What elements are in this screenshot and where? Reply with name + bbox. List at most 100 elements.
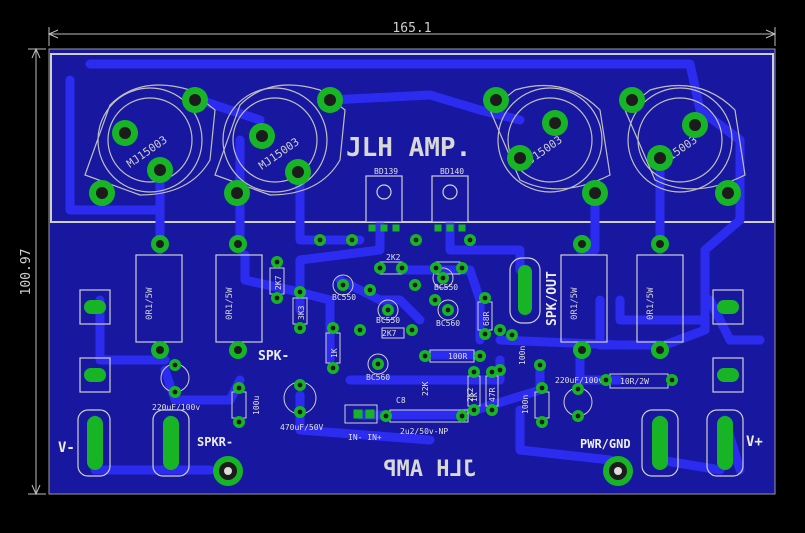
v-plus-label: V+ <box>746 434 763 450</box>
copper-traces <box>65 59 765 475</box>
part-label: BC560 <box>436 319 460 328</box>
part-label: 22K <box>421 381 430 396</box>
part-label: 47R <box>488 387 497 402</box>
resistor-label-1: 0R1/5W <box>145 287 155 320</box>
pad-hole <box>626 94 638 106</box>
part-label: 1K <box>470 392 479 402</box>
height-dimension: 100.97 <box>19 249 34 296</box>
pad-hole <box>589 187 601 199</box>
spkr-minus-label: SPKR- <box>197 435 233 449</box>
square-pad <box>392 224 400 232</box>
pad-hole <box>340 282 346 288</box>
pad-hole <box>330 325 336 331</box>
pad-hole <box>482 331 488 337</box>
spk-out-label: SPK/OUT <box>545 271 560 326</box>
pad-hole <box>297 409 303 415</box>
power-transistor-outlines <box>84 84 746 196</box>
pad-hole <box>172 389 178 395</box>
pad-hole <box>349 237 355 243</box>
pad-hole <box>578 240 586 248</box>
square-pad <box>380 224 388 232</box>
pad-hole <box>471 369 477 375</box>
pad-hole <box>156 346 164 354</box>
part-label: 470uF/50V <box>280 423 324 432</box>
pad-hole <box>445 307 451 313</box>
pad-hole <box>385 307 391 313</box>
pad-hole <box>477 353 483 359</box>
v-minus-label: V- <box>58 440 75 456</box>
pad-hole <box>689 119 701 131</box>
part-label: 1K <box>330 348 339 358</box>
part-label: 3K3 <box>297 305 306 320</box>
pad-hole <box>172 362 178 368</box>
mounting-hole <box>224 467 232 475</box>
terminal-pad <box>717 416 733 470</box>
terminal-pad <box>84 368 106 382</box>
part-label: 2K2 <box>466 387 475 402</box>
part-label: 2K7 <box>382 329 397 338</box>
part-label: 2K7 <box>274 275 283 290</box>
part-label: BC560 <box>366 373 390 382</box>
pad-hole <box>231 187 243 199</box>
pad-hole <box>489 407 495 413</box>
pad-hole <box>409 327 415 333</box>
pad-hole <box>459 265 465 271</box>
pad-hole <box>154 164 166 176</box>
square-pad <box>434 224 442 232</box>
width-dimension: 165.1 <box>392 21 431 36</box>
part-label: 100u <box>252 396 261 415</box>
pad-hole <box>656 346 664 354</box>
pad-hole <box>357 327 363 333</box>
solder-pads <box>84 87 741 486</box>
part-label: 2K2 <box>386 253 401 262</box>
pad-hole <box>236 419 242 425</box>
pad-hole <box>399 265 405 271</box>
pad-hole <box>367 287 373 293</box>
dimension-lines <box>28 27 777 496</box>
small-component-labels: 2K7 3K3 2K2 BC550 BC550 BC560 BC560 BC55… <box>152 253 649 436</box>
pad-hole <box>297 289 303 295</box>
pad-hole <box>292 166 304 178</box>
pad-hole <box>189 94 201 106</box>
pad-hole <box>575 386 581 392</box>
pad-hole <box>432 297 438 303</box>
pad-hole <box>471 407 477 413</box>
pad-hole <box>413 237 419 243</box>
pad-hole <box>156 240 164 248</box>
pad-hole <box>234 346 242 354</box>
square-pad <box>368 224 376 232</box>
part-label: 100R <box>448 352 467 361</box>
pad-hole <box>96 187 108 199</box>
pad-hole <box>274 259 280 265</box>
board-title: JLH AMP. <box>346 133 471 163</box>
pad-hole <box>549 117 561 129</box>
pad-hole <box>489 369 495 375</box>
pad-hole <box>433 265 439 271</box>
pad-hole <box>375 361 381 367</box>
pad-hole <box>256 130 268 142</box>
pad-hole <box>497 367 503 373</box>
driver-label-2: BD140 <box>440 167 464 176</box>
pad-hole <box>509 332 515 338</box>
pad-hole <box>603 377 609 383</box>
part-label: 100n <box>521 395 530 414</box>
pwr-gnd-label: PWR/GND <box>580 437 631 451</box>
pad-hole <box>722 187 734 199</box>
pad-hole <box>656 240 664 248</box>
pad-hole <box>234 240 242 248</box>
heatsink-outline <box>50 53 774 223</box>
square-pad <box>458 224 466 232</box>
mounting-hole <box>614 467 622 475</box>
pad-hole <box>497 327 503 333</box>
input-label: IN- IN+ <box>348 433 382 442</box>
terminal-outlines <box>77 289 744 477</box>
pad-hole <box>490 94 502 106</box>
resistor-label-4: 0R1/5W <box>646 287 656 320</box>
resistor-label-2: 0R1/5W <box>225 287 235 320</box>
terminal-pad <box>84 300 106 314</box>
pad-hole <box>467 237 473 243</box>
pad-hole <box>575 413 581 419</box>
pad-hole <box>330 365 336 371</box>
pad-hole <box>578 346 586 354</box>
